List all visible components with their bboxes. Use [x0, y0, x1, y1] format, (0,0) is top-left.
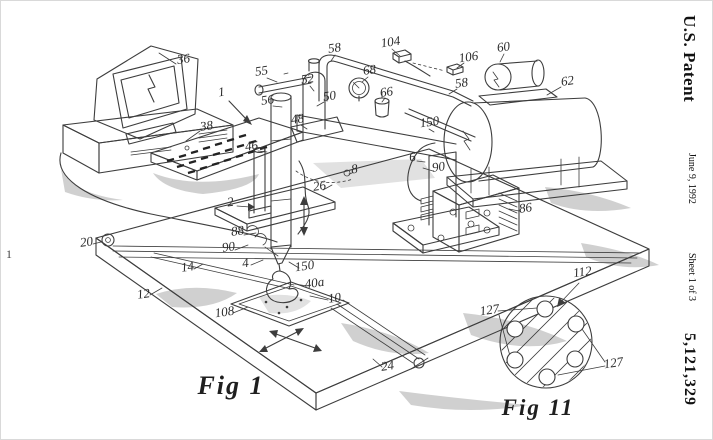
flex-tube: [297, 160, 310, 235]
extruded-object: [265, 270, 299, 304]
ref-label-56-4: 56: [260, 91, 275, 108]
y-rail: [330, 299, 429, 370]
ref-label-112-35: 112: [572, 263, 593, 281]
ref-label-52-6: 52: [300, 70, 315, 87]
ref-label-38-1: 38: [198, 117, 214, 134]
ref-label-2-23: 2: [226, 194, 235, 210]
ref-label-55-3: 55: [254, 62, 269, 79]
ref-label-10-29: 10: [327, 289, 342, 306]
ref-label-86-22: 86: [518, 199, 533, 216]
ref-label-106-13: 106: [458, 48, 480, 66]
shading-blobs: [61, 159, 659, 410]
pointer-arrow-1: [228, 100, 252, 125]
corner-roller: [101, 233, 115, 247]
margin-note: 1: [6, 247, 12, 261]
extruder-head-assembly: [214, 49, 476, 257]
ref-label-14-31: 14: [180, 258, 195, 275]
pressure-gauge-icon: [348, 77, 370, 102]
ref-label-127-37: 127: [603, 354, 625, 372]
ref-label-62-15: 62: [560, 72, 575, 89]
ref-label-150-17: 150: [419, 113, 441, 131]
gantry-foot: [392, 206, 500, 254]
pump-assembly: [290, 58, 344, 143]
chain-arc: [295, 170, 354, 183]
pointer-arrow-112: [557, 282, 580, 307]
controller-box: [420, 174, 520, 253]
fig1-caption: Fig 1: [196, 371, 264, 400]
leader-lines: [92, 48, 606, 376]
ref-label-60-14: 60: [496, 38, 511, 55]
ref-label-36-0: 36: [175, 50, 191, 67]
supply-cylinder: [270, 92, 292, 250]
ref-label-88-24: 88: [230, 222, 245, 239]
screen-glyph: [147, 74, 156, 103]
valve-104: [392, 49, 446, 77]
patent-date: June 9, 1992: [686, 153, 697, 204]
ref-label-90-21: 90: [431, 158, 446, 175]
xy-motion-arrows: [259, 328, 322, 352]
ref-label-108-30: 108: [214, 303, 236, 321]
ref-label-66-12: 66: [379, 83, 394, 100]
ref-label-8-18: 8: [350, 161, 359, 177]
ref-label-26-19: 26: [312, 177, 327, 194]
dispensing-nozzle: [270, 244, 292, 272]
ref-label-68-11: 68: [362, 61, 377, 78]
guide-cylinder: [248, 146, 272, 219]
pointer-arrow-2: [236, 203, 255, 211]
ref-label-58-9: 58: [327, 39, 342, 56]
ref-label-46-5: 46: [244, 137, 259, 154]
fig11-holes: [506, 300, 585, 386]
ref-label-12-33: 12: [136, 285, 151, 302]
ref-label-58-16: 58: [454, 74, 469, 91]
ref-label-6-20: 6: [408, 149, 417, 165]
fig11-disc: [499, 282, 593, 389]
inlet-pipe: [254, 72, 312, 96]
ref-label-40a-28: 40a: [304, 274, 326, 292]
computer-system-unit: [62, 108, 234, 174]
ref-label-150-27: 150: [294, 257, 316, 275]
drive-motor: [478, 59, 558, 106]
supply-pipe: [318, 54, 474, 107]
ref-label-20-32: 20: [79, 233, 94, 250]
rail-end-roller: [413, 357, 425, 369]
computer-keyboard: [150, 117, 304, 181]
material-cup: [374, 91, 390, 118]
ref-label-4-26: 4: [241, 255, 250, 271]
fitting-106: [446, 63, 464, 76]
ref-label-1-2: 1: [217, 84, 226, 100]
ref-label-24-34: 24: [380, 357, 395, 374]
coil-springs: [246, 225, 279, 257]
patent-sheet: Sheet 1 of 3: [686, 253, 697, 301]
patent-title: U.S. Patent: [680, 15, 699, 102]
ref-label-50-7: 50: [322, 87, 337, 104]
computer-monitor: [93, 45, 199, 145]
x-rail: [112, 245, 642, 264]
controller-cable: [407, 142, 436, 202]
ref-label-90-25: 90: [221, 238, 236, 255]
work-plate: [230, 281, 350, 327]
pulley-8: [343, 169, 351, 177]
patent-sidebar: U.S. Patent June 9, 1992 Sheet 1 of 3 5,…: [680, 15, 699, 406]
z-axis-arrow: [300, 196, 308, 236]
ref-label-48-8: 48: [290, 110, 305, 127]
fig11-caption: Fig 11: [501, 395, 575, 420]
patent-number: 5,121,329: [681, 333, 698, 406]
ref-label-127-36: 127: [479, 301, 501, 319]
ref-label-104-10: 104: [380, 33, 402, 51]
